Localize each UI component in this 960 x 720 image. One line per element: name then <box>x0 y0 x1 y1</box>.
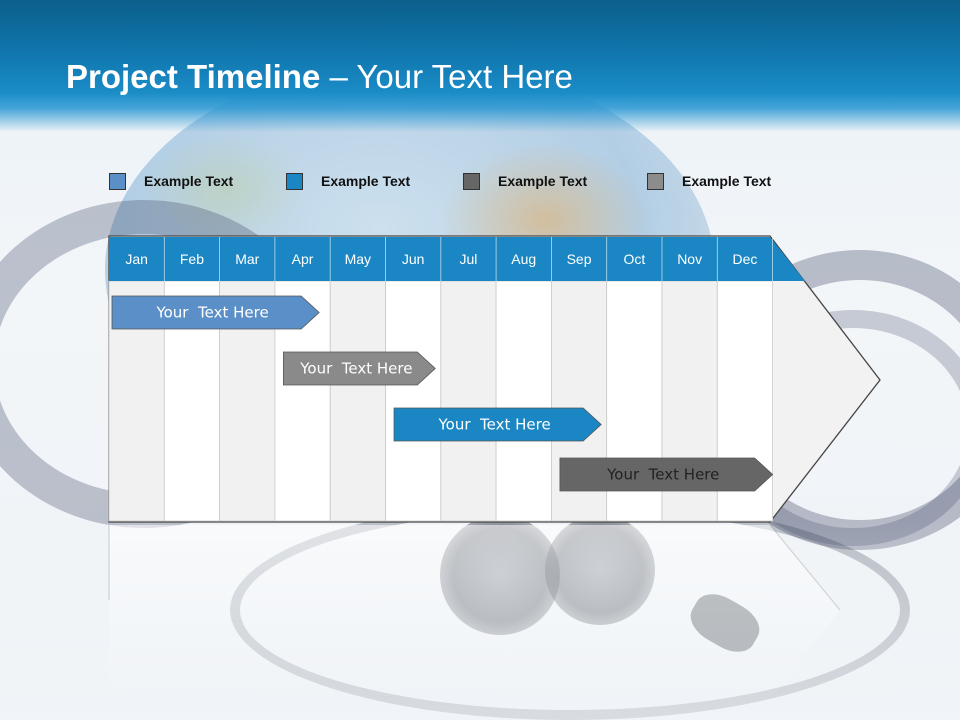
legend-label-4: Example Text <box>682 173 772 189</box>
month-label-jul: Jul <box>459 251 477 267</box>
task-label-3: Your Text Here <box>437 416 550 434</box>
legend-swatch-4 <box>647 172 664 190</box>
legend-item-1: Example Text <box>109 170 233 192</box>
month-label-oct: Oct <box>623 251 645 267</box>
month-column-aug <box>495 280 552 522</box>
title-bold-part: Project Timeline <box>66 58 321 95</box>
task-bar-4: Your Text Here <box>559 457 774 492</box>
month-label-aug: Aug <box>511 251 536 267</box>
month-label-feb: Feb <box>180 251 204 267</box>
month-label-nov: Nov <box>677 251 702 267</box>
task-arrow-4 <box>559 457 774 492</box>
month-labels: Jan Feb Mar Apr May Jun Jul Aug Sep Oct Nov Dec <box>125 237 773 281</box>
legend-swatch-3 <box>463 172 480 190</box>
month-label-jan: Jan <box>125 251 148 267</box>
title-rest-part: – Your Text Here <box>320 58 573 95</box>
header-bar: Project Timeline – Your Text Here <box>0 0 960 132</box>
legend-swatch-1 <box>109 172 126 190</box>
month-label-dec: Dec <box>732 251 757 267</box>
legend-item-4: Example Text <box>647 170 771 192</box>
timeline-reflection-shape <box>109 525 840 700</box>
task-arrow-3 <box>393 407 602 442</box>
task-label-1: Your Text Here <box>155 304 268 322</box>
legend-item-2: Example Text <box>286 170 410 192</box>
task-arrow-1 <box>111 295 320 330</box>
month-label-jun: Jun <box>402 251 425 267</box>
task-bar-3: Your Text Here <box>393 407 602 442</box>
month-column-jul <box>440 280 497 522</box>
month-header-bar <box>109 237 805 281</box>
task-bar-1: Your Text Here <box>111 295 320 330</box>
legend-label-2: Example Text <box>321 173 411 189</box>
legend-label-1: Example Text <box>144 173 234 189</box>
month-label-sep: Sep <box>567 251 592 267</box>
month-column-may <box>329 280 386 522</box>
task-label-4: Your Text Here <box>606 466 719 484</box>
legend-label-3: Example Text <box>498 173 588 189</box>
month-label-may: May <box>345 251 371 267</box>
page-title: Project Timeline – Your Text Here <box>66 58 573 96</box>
month-label-mar: Mar <box>235 251 259 267</box>
legend-swatch-2 <box>286 172 303 190</box>
task-label-2: Your Text Here <box>299 360 412 378</box>
legend-item-3: Example Text <box>463 170 587 192</box>
task-bar-2: Your Text Here <box>283 351 436 386</box>
month-column-jun <box>385 280 442 522</box>
month-label-apr: Apr <box>292 251 314 267</box>
timeline-reflection-edge <box>769 524 841 611</box>
timeline-reflection <box>108 524 841 700</box>
task-arrow-2 <box>283 351 436 386</box>
